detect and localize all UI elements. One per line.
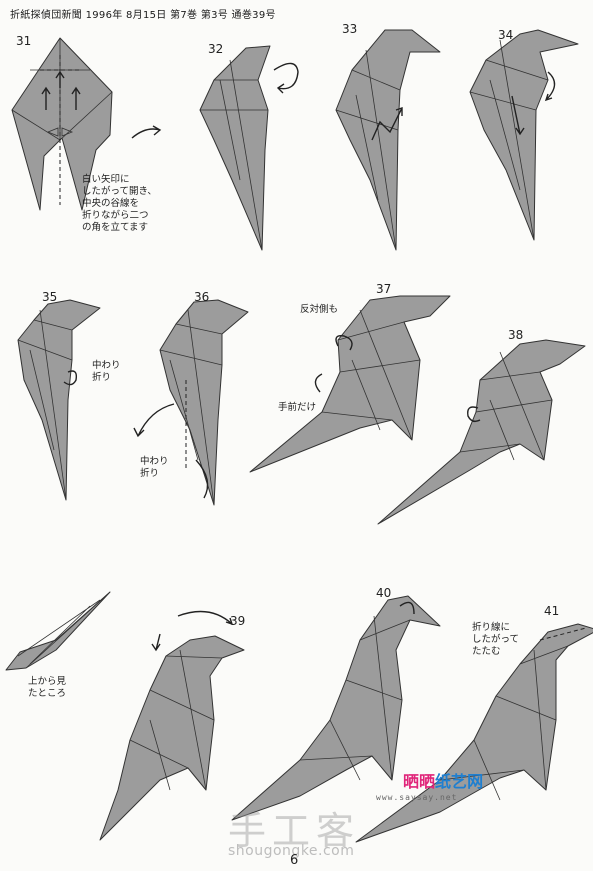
step-35-note: 中わり 折り: [92, 360, 121, 384]
note-line: 折り: [92, 372, 112, 383]
watermark-logo-char: 艺: [451, 772, 468, 791]
step-number-38: 38: [508, 328, 524, 342]
note-line: 中わり: [92, 360, 121, 371]
step-37-other-side-note: 反対側も: [300, 304, 339, 315]
note-line: したがって開き、: [82, 186, 157, 197]
note-line: 上から見: [28, 676, 67, 687]
step-39-diagram: [99, 610, 245, 841]
step-31-diagram: [11, 37, 162, 211]
step-37-diagram: [249, 295, 451, 473]
watermark-logo-char: 晒: [403, 772, 420, 791]
note-line: 白い矢印に: [82, 174, 130, 185]
step-40-diagram: [231, 595, 441, 821]
note-line: 折りながら二つ: [82, 210, 149, 221]
step-36-diagram: [133, 299, 249, 506]
step-number-37: 37: [376, 282, 392, 296]
step-31-instructions: 白い矢印に したがって開き、 中央の谷線を 折りながら二つ の角を立てます: [82, 174, 157, 234]
note-line: 中央の谷線を: [82, 198, 140, 209]
newsletter-header: 折紙探偵団新聞 1996年 8月15日 第7巻 第3号 通巻39号: [10, 10, 276, 21]
step-36-note: 中わり 折り: [140, 456, 169, 480]
step-38-diagram: [377, 339, 586, 525]
step-number-35: 35: [42, 290, 58, 304]
step-number-34: 34: [498, 28, 514, 42]
step-41-note: 折り線に したがって たたむ: [472, 622, 519, 658]
watermark-logo-char: 纸: [435, 772, 452, 791]
step-number-41: 41: [544, 604, 560, 618]
step-39-view-note: 上から見 たところ: [28, 676, 66, 700]
step-number-39: 39: [230, 614, 246, 628]
note-line: 折り: [140, 468, 160, 479]
watermark-logo-text: 晒晒纸艺网: [403, 772, 483, 791]
step-33-diagram: [335, 29, 441, 251]
watermark-url: www.saysay.net: [376, 793, 458, 802]
step-37-front-only-note: 手前だけ: [278, 402, 317, 413]
watermark-logo: 晒晒纸艺网: [403, 768, 483, 792]
step-number-40: 40: [376, 586, 392, 600]
note-line: 折り線に: [472, 622, 511, 633]
step-number-33: 33: [342, 22, 358, 36]
page-number: 6: [290, 853, 299, 868]
note-line: たたむ: [472, 646, 501, 657]
step-34-diagram: [469, 29, 579, 241]
step-number-32: 32: [208, 42, 224, 56]
watermark-logo-char: 网: [467, 772, 484, 791]
note-line: 中わり: [140, 456, 169, 467]
step-number-31: 31: [16, 34, 32, 48]
note-line: の角を立てます: [82, 222, 149, 233]
note-line: したがって: [472, 634, 520, 645]
step-35-diagram: [17, 299, 101, 501]
watermark-chinese: 手工客: [228, 809, 361, 853]
watermark-site: shougongke.com: [228, 843, 355, 859]
watermark-logo-char: 晒: [419, 772, 436, 791]
step-41-diagram: [355, 623, 593, 843]
step-32-diagram: [199, 45, 299, 251]
step-39-top-view: [5, 591, 111, 671]
note-line: たところ: [28, 688, 67, 699]
step-number-36: 36: [194, 290, 210, 304]
